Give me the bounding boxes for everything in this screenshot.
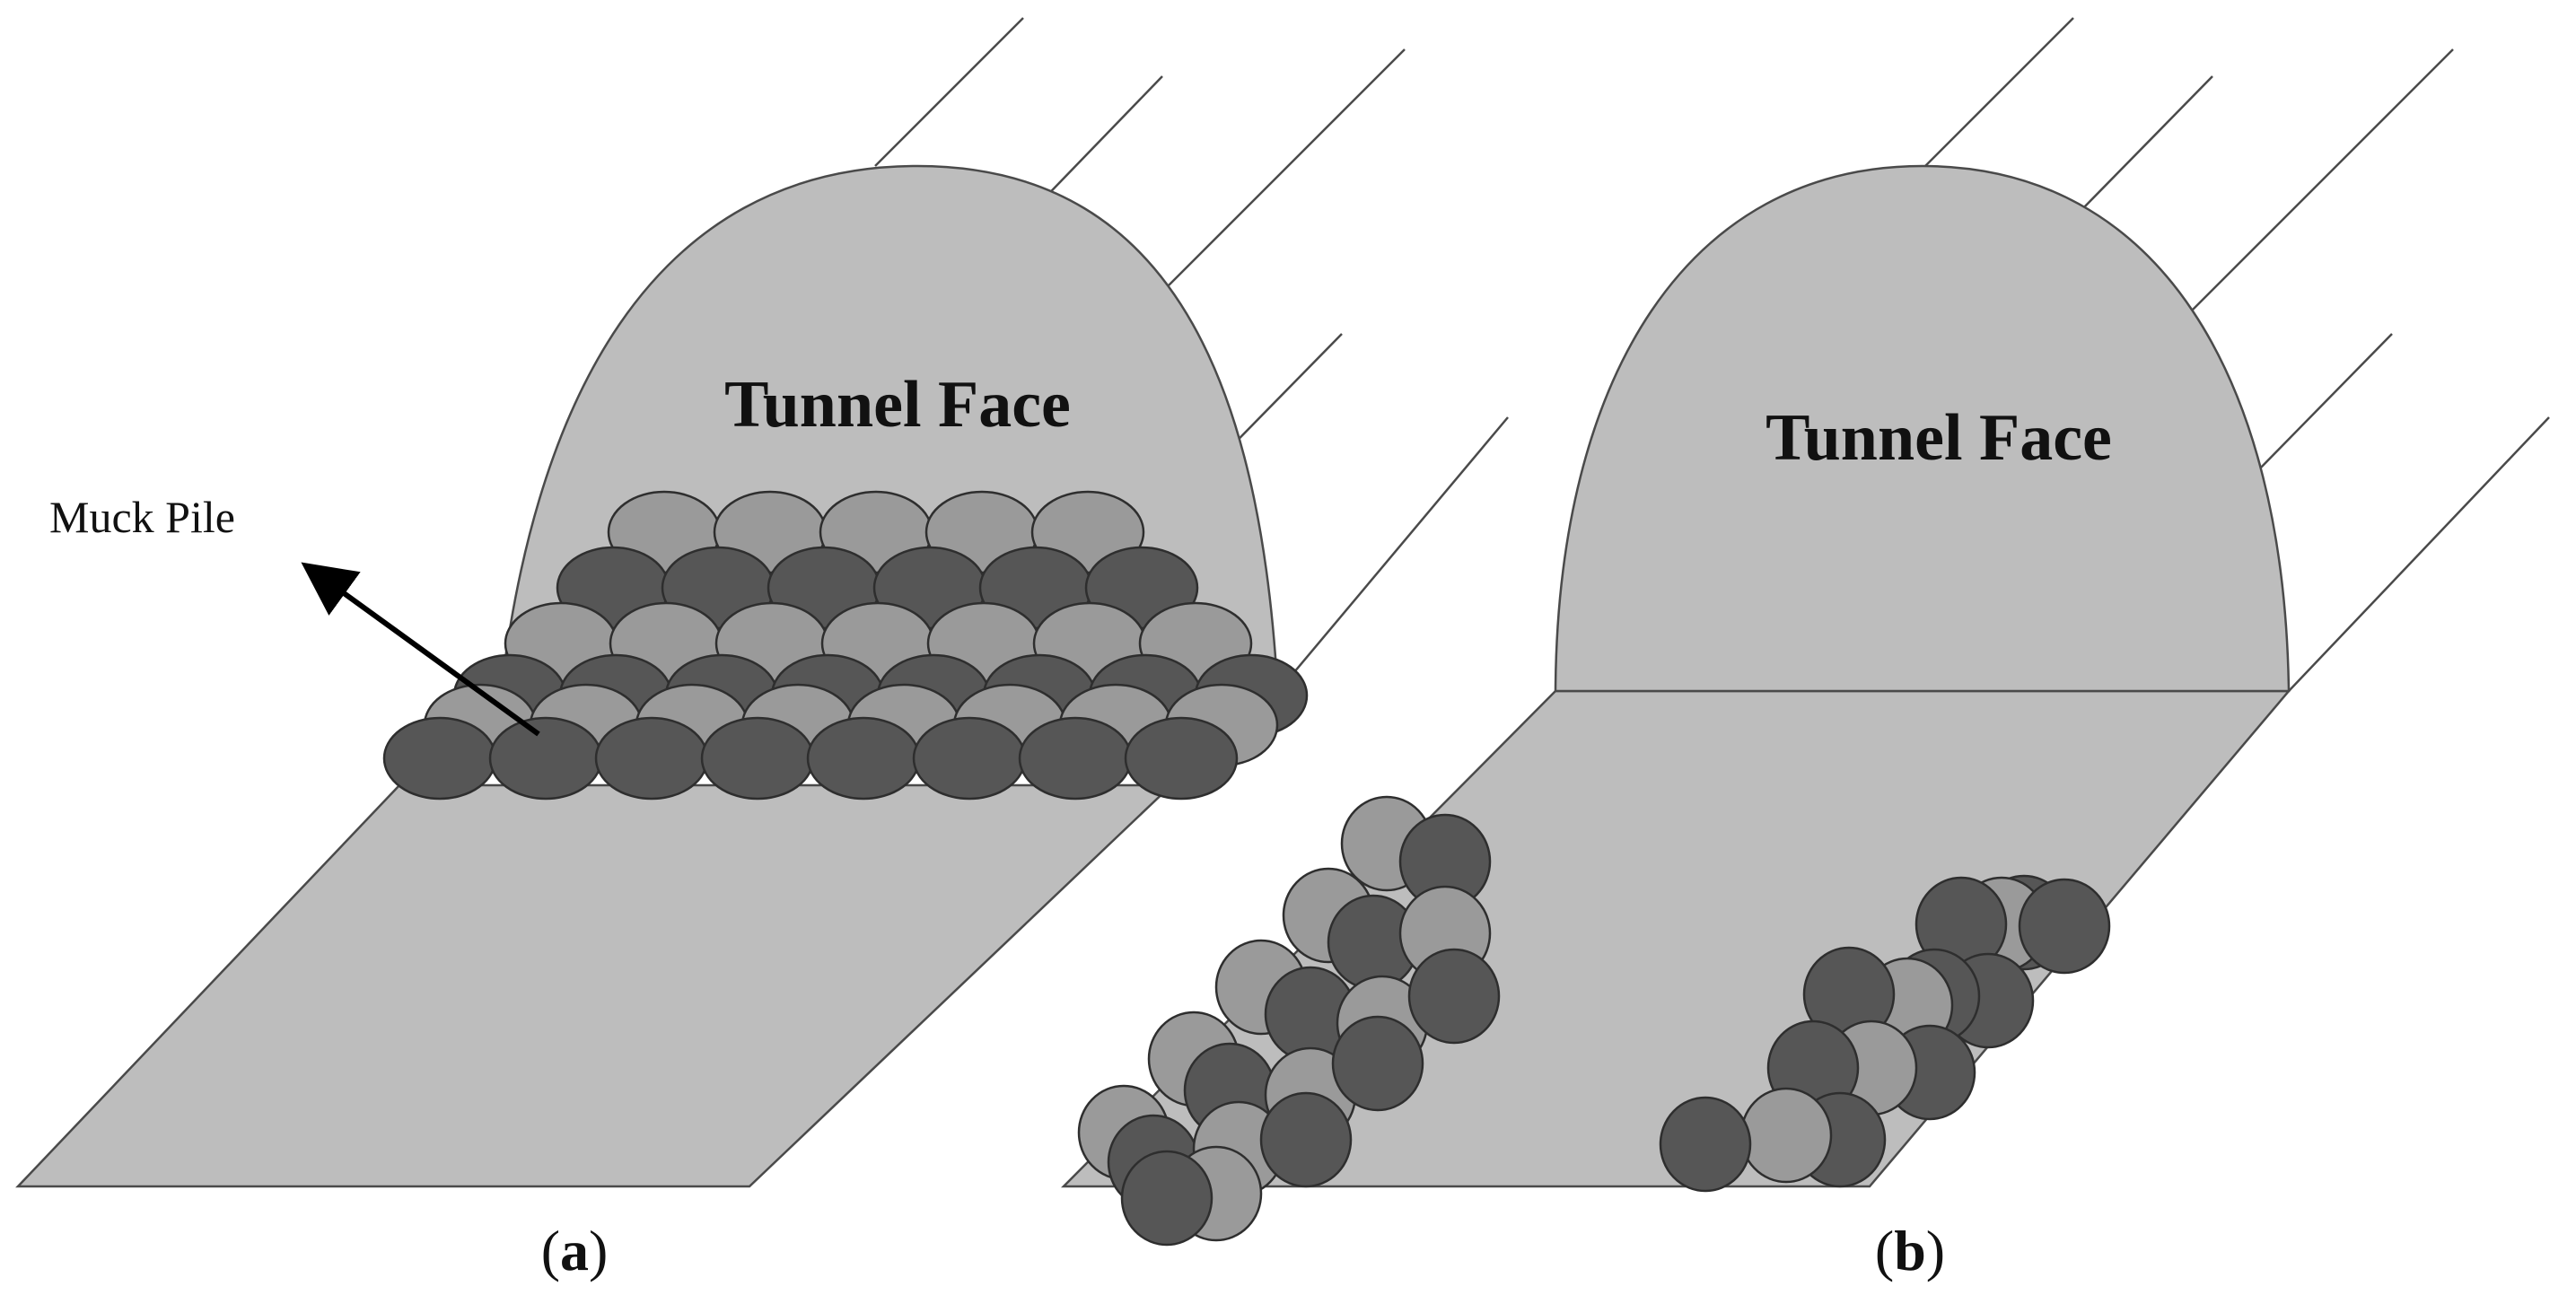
muck-rock [488,716,603,801]
tunnel-face-label-a: Tunnel Face [724,368,1071,442]
muck-pile-arrow [301,562,540,737]
panel-b: Tunnel Face (b) [1060,17,2550,1282]
ridge-rock [1407,948,1501,1045]
muck-rock [1124,716,1239,801]
ridge-rock [2018,878,2111,975]
tunnel-face-label-b: Tunnel Face [1766,401,2112,475]
ridge-rock [1739,1087,1833,1184]
ridge-rock [1331,1015,1424,1112]
muck-rock [594,716,709,801]
panel-a: Tunnel Face Muck Pile (a) [15,17,1509,1282]
muck-rock [806,716,921,801]
muck-rock [912,716,1027,801]
tunnel-face-b [1554,164,2291,693]
tunnel-wall-lines-b [1924,17,2550,692]
rock-ridge-left [1077,795,1501,1247]
rock-ridge-right [1659,874,2111,1193]
ridge-rock [1120,1150,1214,1247]
muck-rock [1018,716,1133,801]
ridge-rock [1659,1096,1752,1193]
muck-rock [700,716,815,801]
panel-caption-a: (a) [541,1219,609,1282]
muck-pile-label: Muck Pile [49,492,235,542]
muck-rock [382,716,497,801]
ridge-rock [1259,1091,1353,1188]
panel-caption-b: (b) [1875,1219,1945,1282]
tunnel-floor-a [15,783,1175,1188]
muck-pile [382,490,1309,801]
